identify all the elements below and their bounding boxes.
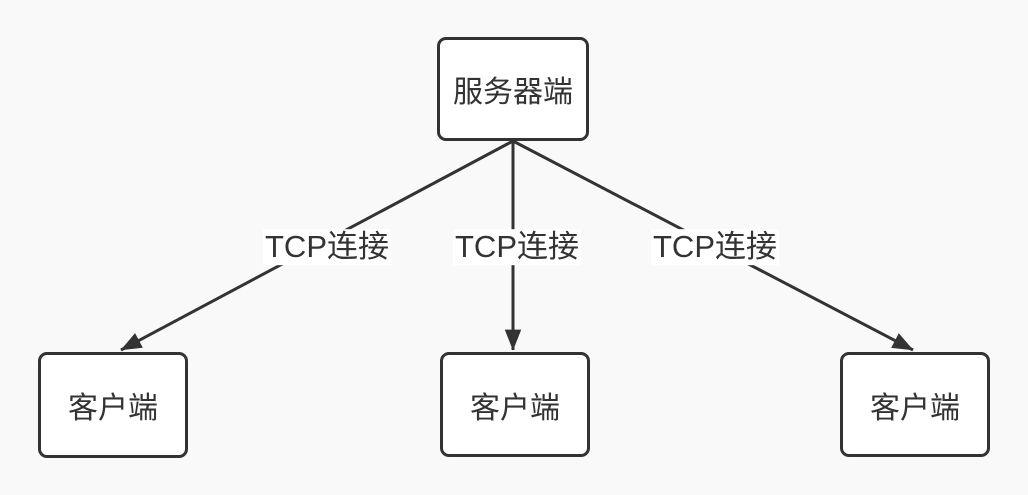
node-client-1-label: 客户端 — [68, 392, 158, 425]
edge-label-tcp-2: TCP连接 — [453, 229, 581, 265]
edge-label-tcp-3: TCP连接 — [651, 229, 779, 265]
node-client-2-label: 客户端 — [470, 391, 560, 425]
node-client-2: 客户端 — [440, 352, 590, 457]
node-client-1: 客户端 — [38, 352, 188, 458]
node-client-3: 客户端 — [840, 352, 990, 457]
node-client-3-label: 客户端 — [870, 391, 960, 425]
edge-label-tcp-1: TCP连接 — [263, 229, 391, 265]
node-server: 服务器端 — [437, 37, 589, 141]
node-server-label: 服务器端 — [453, 76, 573, 109]
